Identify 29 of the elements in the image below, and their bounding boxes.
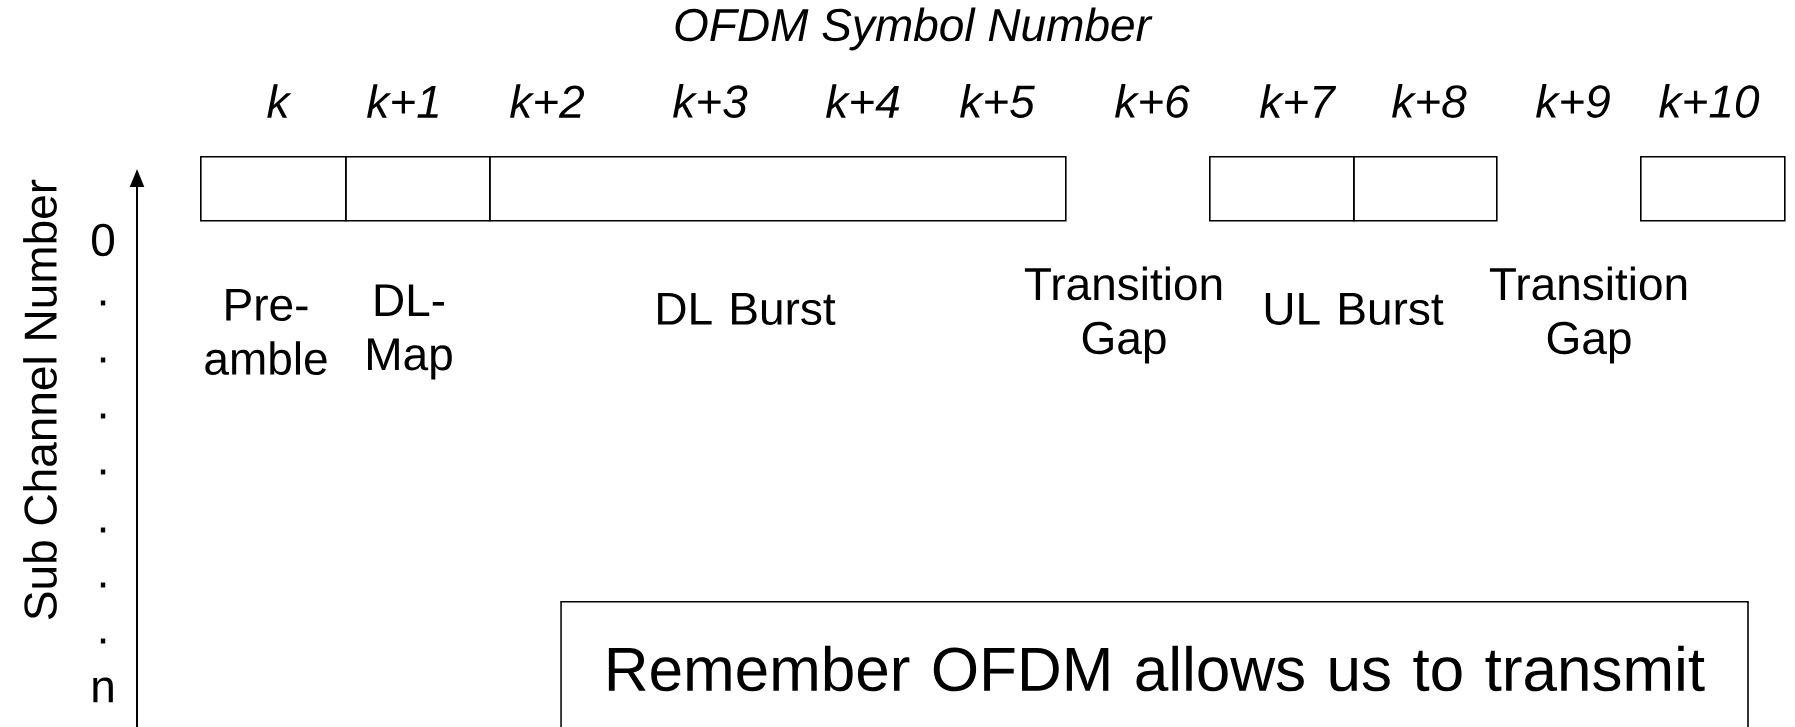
tick-label: k+8 bbox=[1392, 84, 1467, 118]
tick-label: . bbox=[100, 527, 106, 533]
tick-label: k+6 bbox=[1115, 84, 1190, 118]
region-label: Pre- amble bbox=[205, 288, 327, 376]
tick-label: . bbox=[100, 638, 106, 644]
symbol-box bbox=[1353, 156, 1498, 222]
tick-label: k+2 bbox=[510, 84, 585, 118]
tick-label: k+9 bbox=[1536, 84, 1610, 118]
tick-label: k+1 bbox=[367, 84, 438, 118]
symbol-box bbox=[1209, 156, 1355, 222]
region-label: UL Burst bbox=[1265, 292, 1444, 326]
tick-label: 0 bbox=[92, 223, 115, 257]
tick-label: n bbox=[93, 677, 113, 703]
region-label: Transition Gap bbox=[1489, 266, 1687, 364]
symbol-box bbox=[345, 156, 491, 222]
symbol-box bbox=[489, 156, 1067, 222]
tick-label: k+7 bbox=[1260, 84, 1337, 118]
region-label: Transition Gap bbox=[1024, 266, 1222, 364]
tick-label: . bbox=[100, 413, 106, 419]
symbol-box bbox=[1640, 156, 1786, 222]
symbol-box bbox=[200, 156, 347, 222]
region-label: DL- Map bbox=[368, 284, 452, 380]
tick-label: k bbox=[267, 84, 292, 118]
tick-label: . bbox=[100, 300, 106, 306]
axis-title: OFDM Symbol Number bbox=[675, 7, 1153, 51]
tick-label: . bbox=[100, 357, 106, 363]
note-box: Remember OFDM allows us to transmit bbox=[560, 601, 1749, 727]
tick-label: . bbox=[100, 469, 106, 475]
tick-label: . bbox=[100, 582, 106, 588]
